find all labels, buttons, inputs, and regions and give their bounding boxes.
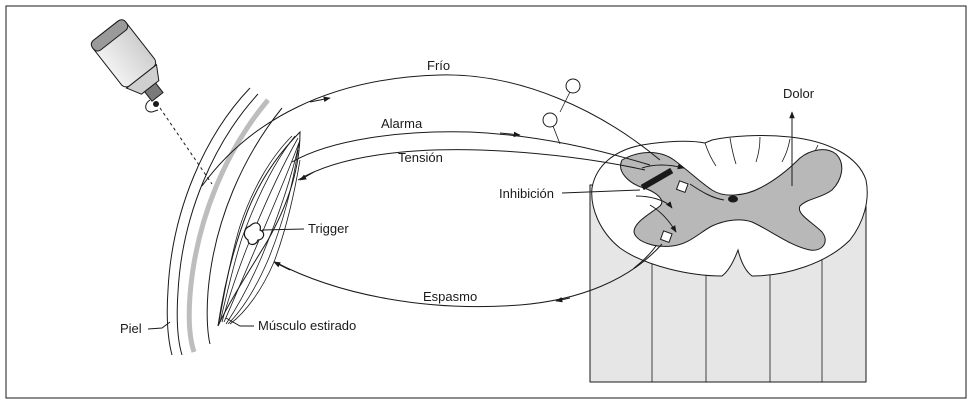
internal-fiber-3 [641, 163, 685, 170]
pathway-espasmo-arrowhead-mid [555, 296, 571, 303]
pathway-frio [201, 74, 661, 187]
neuron-cell-upper [675, 180, 689, 194]
pathway-espasmo [274, 243, 663, 308]
label-tension: Tensión [398, 150, 443, 165]
label-musculo: Músculo estirado [258, 318, 356, 333]
pathway-alarma [291, 131, 651, 166]
spray-stream [159, 107, 213, 185]
receptor-frio-stalk [559, 91, 571, 113]
spinal-cord [589, 135, 868, 383]
stretched-muscle [217, 130, 301, 327]
spray-bottle-icon [90, 19, 213, 185]
nozzle-hook [145, 99, 159, 113]
internal-fiber-5 [633, 245, 657, 269]
receptor-alarma-stalk [552, 125, 561, 145]
skin-inner-line [176, 93, 259, 356]
fascia-line [206, 107, 283, 345]
muscle-fibers [218, 135, 301, 325]
bottle-neck [143, 82, 164, 102]
neuron-cell-lower [659, 230, 673, 244]
piel-leader [147, 321, 171, 330]
skin-outer-line [166, 87, 251, 356]
internal-fiber-2 [689, 183, 725, 201]
inhibition-block [640, 167, 674, 191]
skin-layers [166, 87, 283, 356]
pathway-tension-arrowhead [299, 171, 315, 181]
label-piel: Piel [120, 321, 142, 336]
subcutaneous-layer [186, 98, 270, 353]
label-dolor: Dolor [783, 86, 815, 101]
pathway-tension [297, 149, 646, 181]
pathway-frio-arrowhead [309, 96, 331, 103]
label-frio: Frío [427, 58, 450, 73]
bottle-cap-band [90, 19, 129, 52]
pathway-espasmo-arrowhead-muscle [273, 261, 291, 271]
label-espasmo: Espasmo [423, 289, 477, 304]
nerve-pathways [201, 74, 795, 308]
label-alarma: Alarma [381, 116, 423, 131]
receptor-frio [565, 78, 581, 94]
trigger-point [243, 222, 265, 246]
inhibicion-leader [561, 189, 641, 194]
figure-frame [5, 5, 967, 399]
musculo-leader [225, 317, 254, 327]
label-inhibicion: Inhibición [499, 186, 554, 201]
label-trigger: Trigger [308, 221, 349, 236]
central-canal [728, 195, 738, 203]
trigger-leader [261, 228, 305, 231]
spinal-cord-striations [651, 248, 823, 382]
cord-surface-folds [704, 136, 819, 167]
internal-fiber-1 [649, 204, 677, 233]
receptor-alarma [542, 112, 558, 128]
pathway-alarma-arrowhead [499, 131, 521, 138]
nozzle-tip [153, 101, 159, 107]
internal-fiber-4 [635, 195, 673, 209]
